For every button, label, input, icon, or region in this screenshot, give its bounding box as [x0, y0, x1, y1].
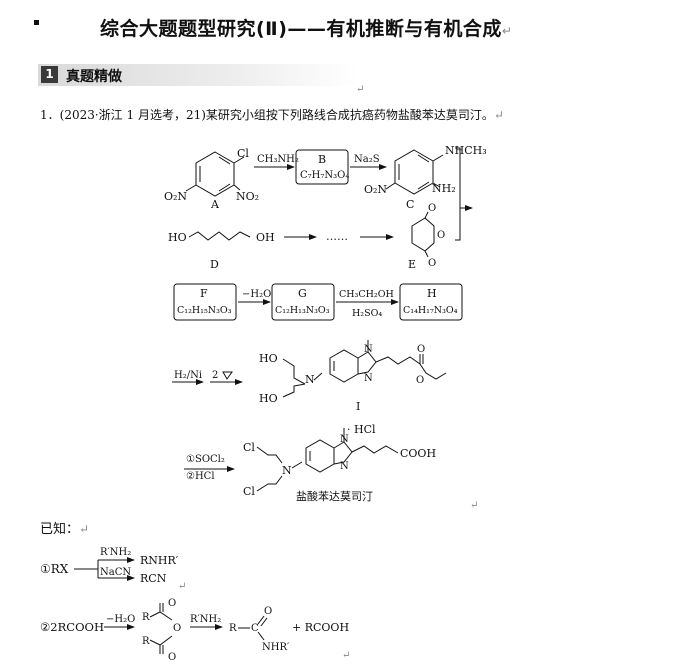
I-O-carbonyl: O — [417, 344, 425, 355]
final-Cl-bottom: Cl — [243, 485, 255, 498]
known-rxn2-reagent1: −H₂O — [106, 614, 135, 625]
box-F — [173, 283, 237, 321]
I-O-ester: O — [416, 375, 424, 386]
D-HO: HO — [168, 231, 187, 244]
compound-C-ring — [394, 149, 434, 195]
reagent-final-2: ②HCl — [186, 471, 215, 482]
known-rxn2-amide-R: R — [229, 623, 237, 634]
compound-I-label: I — [356, 400, 360, 413]
known-rxn2-amide-O: O — [264, 606, 272, 617]
known-rxn1-product-top: RNHR′ — [140, 554, 179, 567]
known-rxn2-plus-RCOOH: + RCOOH — [292, 621, 349, 634]
compound-C-label: C — [406, 198, 414, 211]
known-rxn1-reagent-bottom: NaCN — [100, 567, 131, 578]
compound-A-ring — [195, 151, 235, 197]
return-mark: ↵ — [356, 84, 364, 95]
reagent-A-B: CH₃NH₂ — [257, 154, 299, 165]
known-label: 已知：↵ — [40, 518, 89, 537]
compound-F-formula: C₁₂H₁₅N₃O₃ — [177, 305, 232, 316]
final-ring-N-top: N — [340, 434, 349, 445]
page-title: 综合大题题型研究(Ⅱ)——有机推断与有机合成↵ — [100, 14, 512, 41]
known-rxn1-product-bottom: RCN — [140, 572, 167, 585]
known-rxn2-O-top: O — [168, 598, 176, 609]
compound-G-formula: C₁₂H₁₃N₃O₃ — [275, 305, 330, 316]
final-N-amine: N — [282, 464, 292, 477]
compound-G-label: G — [298, 287, 307, 300]
known-rxn2-R-top: R — [142, 612, 150, 623]
compound-H-formula: C₁₄H₁₇N₃O₄ — [403, 305, 458, 316]
page-title-text: 综合大题题型研究(Ⅱ)——有机推断与有机合成 — [100, 18, 502, 40]
C-NHCH3: NHCH₃ — [445, 144, 487, 157]
compound-A-label: A — [210, 198, 220, 211]
unknown-steps-dots: …… — [326, 230, 348, 243]
reagent-G-H-bottom: H₂SO₄ — [352, 308, 382, 319]
return-mark: ↵ — [501, 24, 513, 38]
I-ring-N-top: N — [364, 344, 373, 355]
question-text: (2023·浙江 1 月选考，21)某研究小组按下列路线合成抗癌药物盐酸苯达莫司… — [59, 108, 494, 122]
A-Cl: Cl — [237, 147, 249, 160]
C-O2N: O₂N — [364, 183, 387, 196]
reagent-I-1: H₂/Ni — [174, 370, 202, 381]
known-rxn2-start: ②2RCOOH — [40, 620, 104, 634]
final-Cl-top: Cl — [243, 441, 255, 454]
reagent-F-G: −H₂O — [242, 289, 271, 300]
return-mark: ↵ — [493, 108, 504, 122]
A-O2N: O₂N — [164, 190, 187, 203]
compound-D-chain — [188, 231, 251, 241]
compound-B-label: B — [318, 153, 326, 166]
final-compound-name: 盐酸苯达莫司汀 — [296, 489, 373, 503]
known-label-text: 已知： — [40, 522, 80, 537]
I-ring-N-bottom: N — [364, 373, 373, 384]
E-O-mid: O — [437, 230, 445, 241]
known-rxn2-reagent2: R′NH₂ — [190, 614, 221, 625]
known-rxn2-amide-NHR: NHR′ — [262, 642, 290, 653]
return-mark: ↵ — [470, 500, 478, 511]
compound-E-label: E — [408, 258, 416, 271]
known-rxn2-O-mid: O — [173, 623, 181, 634]
compound-H-label: H — [427, 287, 437, 300]
E-O-top: O — [428, 203, 436, 214]
final-HCl: · HCl — [347, 423, 376, 436]
D-OH: OH — [256, 231, 275, 244]
known-rxn2-O-bottom: O — [168, 652, 176, 663]
known-rxn2-amide-C: C — [251, 623, 259, 634]
compound-B-formula: C₇H₇N₃O₄ — [300, 170, 349, 181]
reagent-I-2: 2 — [212, 370, 218, 381]
C-NH2: NH₂ — [432, 182, 456, 195]
box-H — [399, 283, 463, 321]
section-label: 真题精做 — [66, 69, 122, 85]
I-HO-bottom: HO — [259, 392, 278, 405]
E-O-bottom: O — [428, 258, 436, 269]
reagent-final-1: ①SOCl₂ — [186, 454, 225, 465]
return-mark: ↵ — [342, 650, 350, 661]
compound-D-label: D — [210, 258, 219, 271]
compound-E-ring — [411, 217, 435, 252]
reagent-B-C: Na₂S — [354, 154, 380, 165]
reagent-G-H-top: CH₃CH₂OH — [339, 289, 394, 300]
question-line: 1．(2023·浙江 1 月选考，21)某研究小组按下列路线合成抗癌药物盐酸苯达… — [40, 106, 504, 123]
A-NO2: NO₂ — [236, 190, 259, 203]
section-number-icon: 1 — [41, 66, 58, 83]
I-N-amine: N — [305, 373, 315, 386]
return-mark: ↵ — [178, 581, 186, 592]
box-G — [271, 283, 335, 321]
final-COOH: COOH — [400, 447, 436, 460]
known-rxn1-start: ①RX — [40, 562, 69, 576]
compound-F-label: F — [200, 287, 208, 300]
bullet-mark — [34, 20, 39, 25]
I-HO-top: HO — [259, 352, 278, 365]
question-number: 1． — [40, 108, 60, 122]
section-band — [38, 64, 358, 86]
final-ring-N-bottom: N — [340, 461, 349, 472]
bracket — [455, 147, 461, 241]
known-rxn2-R-bottom: R — [142, 636, 150, 647]
return-mark: ↵ — [79, 522, 90, 536]
known-rxn1-reagent-top: R′NH₂ — [100, 547, 131, 558]
